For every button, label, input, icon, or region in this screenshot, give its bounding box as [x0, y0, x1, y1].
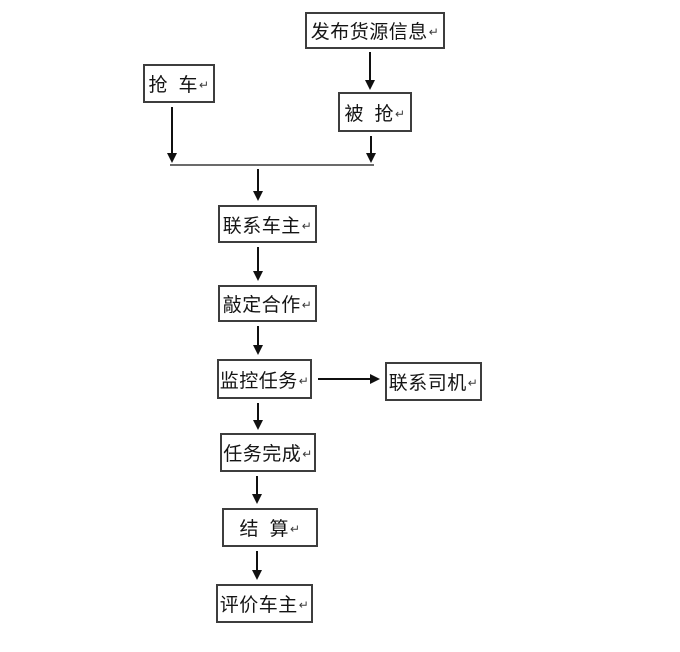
arrow-stem — [256, 476, 258, 495]
node-settlement: 结 算↵ — [222, 508, 318, 547]
arrow-down-icon — [366, 153, 376, 163]
arrow-down-icon — [253, 271, 263, 281]
node-label: 被 抢 — [344, 103, 394, 125]
arrow-stem — [256, 551, 258, 571]
node-finalize-cooperation: 敲定合作↵ — [218, 285, 317, 322]
arrow-down-icon — [252, 570, 262, 580]
arrow-finalize-to-monitor — [253, 326, 263, 355]
arrow-stem — [257, 169, 259, 192]
node-contact-driver: 联系司机↵ — [385, 362, 482, 401]
node-label: 任务完成 — [223, 444, 302, 465]
arrow-down-icon — [253, 191, 263, 201]
node-label: 联系司机 — [388, 373, 467, 394]
arrow-settlement-to-evaluate — [252, 551, 262, 580]
arrow-stem — [318, 378, 371, 380]
node-label: 评价车主 — [219, 595, 298, 616]
node-label: 结 算 — [239, 519, 289, 540]
node-label: 发布货源信息 — [310, 22, 428, 43]
arrow-right-icon — [370, 374, 380, 384]
arrow-complete-to-settlement — [252, 476, 262, 504]
node-grab-vehicle: 抢 车↵ — [143, 64, 215, 103]
node-label: 敲定合作 — [222, 295, 301, 316]
arrow-stem — [257, 403, 259, 421]
return-mark-icon: ↵ — [302, 447, 313, 461]
arrow-down-icon — [167, 153, 177, 163]
return-mark-icon: ↵ — [298, 373, 310, 388]
return-mark-icon: ↵ — [298, 598, 310, 612]
arrow-stem — [171, 107, 173, 154]
return-mark-icon: ↵ — [301, 218, 313, 233]
node-label: 监控任务 — [219, 370, 298, 392]
node-task-complete: 任务完成↵ — [220, 433, 316, 472]
node-contact-vehicle-owner: 联系车主↵ — [218, 205, 317, 243]
node-grabbed: 被 抢↵ — [338, 92, 412, 132]
return-mark-icon: ↵ — [289, 522, 301, 536]
arrow-grab-to-merge — [167, 107, 177, 163]
arrow-contact-owner-to-finalize — [253, 247, 263, 281]
arrow-stem — [369, 52, 371, 81]
node-label: 联系车主 — [222, 215, 301, 237]
arrow-monitor-to-contact-driver — [318, 374, 380, 384]
arrow-down-icon — [253, 420, 263, 430]
node-monitor-task: 监控任务↵ — [217, 359, 312, 399]
node-publish-cargo-info: 发布货源信息↵ — [305, 12, 445, 49]
arrow-stem — [257, 326, 259, 346]
node-label: 抢 车 — [148, 75, 198, 96]
arrow-down-icon — [252, 494, 262, 504]
arrow-merge-to-contact-owner — [253, 169, 263, 201]
arrow-down-icon — [253, 345, 263, 355]
arrow-grabbed-to-merge — [366, 136, 376, 163]
return-mark-icon: ↵ — [301, 298, 313, 312]
return-mark-icon: ↵ — [198, 78, 210, 92]
arrow-stem — [257, 247, 259, 272]
arrow-stem — [370, 136, 372, 154]
arrow-monitor-to-complete — [253, 403, 263, 430]
node-evaluate-vehicle-owner: 评价车主↵ — [216, 584, 313, 623]
merge-bar — [170, 164, 374, 166]
return-mark-icon: ↵ — [428, 25, 440, 39]
return-mark-icon: ↵ — [394, 106, 406, 121]
return-mark-icon: ↵ — [467, 376, 479, 390]
arrow-down-icon — [365, 80, 375, 90]
arrow-publish-to-grabbed — [365, 52, 375, 90]
